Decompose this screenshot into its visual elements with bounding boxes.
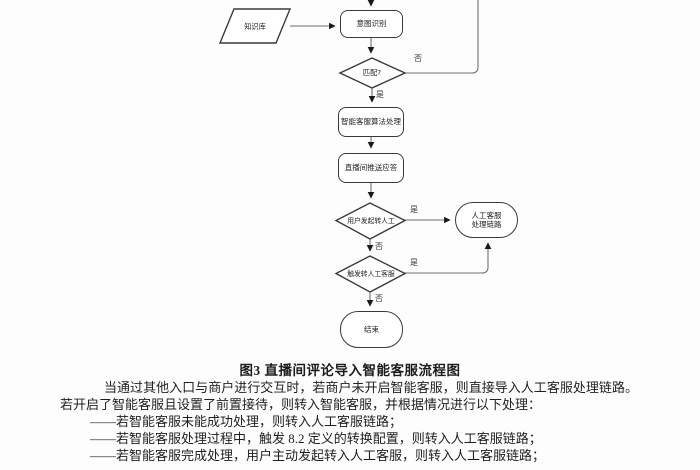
paragraph: 当通过其他入口与商户进行交互时，若商户未开启智能客服，则直接导入人工客服处理链路… xyxy=(60,380,638,412)
node-human-service-label: 人工客服处理链路 xyxy=(471,210,502,229)
knowledge-base-shape xyxy=(218,8,292,44)
list-item: ——若智能客服完成处理，用户主动发起转入人工客服，则转入人工客服链路； xyxy=(90,448,546,463)
node-match-decision: 匹配? xyxy=(362,67,382,77)
edge-label-trigger-no: 否 xyxy=(375,294,383,303)
edge-label-user-yes: 是 xyxy=(410,205,418,214)
list-item: ——若智能客服未能成功处理，则转入人工客服链路； xyxy=(90,414,403,429)
node-ai-processing: 智能客服算法处理 xyxy=(338,107,404,137)
node-push-response: 直播间推送应答 xyxy=(338,153,404,183)
node-trigger-transfer-decision: 触发转人工客服 xyxy=(347,269,395,278)
edge-label-trigger-yes: 是 xyxy=(410,258,418,267)
edge-label-match-yes: 是 xyxy=(376,90,384,99)
node-user-transfer-decision: 用户发起转人工 xyxy=(347,216,395,225)
node-intent-recognition: 意图识别 xyxy=(340,10,403,38)
figure-caption: 图3 直播间评论导入智能客服流程图 xyxy=(239,363,461,378)
match-decision-shape xyxy=(338,57,407,89)
node-end: 结束 xyxy=(340,311,403,348)
edge-label-match-no: 否 xyxy=(414,54,422,63)
edge-label-user-no: 否 xyxy=(375,242,383,251)
flowchart-figure: 意图识别 智能客服算法处理 直播间推送应答 人工客服处理链路 结束 知识库 匹配… xyxy=(218,0,518,348)
trigger-transfer-decision-shape xyxy=(334,255,407,293)
node-human-service: 人工客服处理链路 xyxy=(455,202,518,238)
body-text: 当通过其他入口与商户进行交互时，若商户未开启智能客服，则直接导入人工客服处理链路… xyxy=(60,379,638,464)
list-item: ——若智能客服处理过程中，触发 8.2 定义的转换配置，则转入人工客服链路； xyxy=(90,431,542,446)
user-transfer-decision-shape xyxy=(334,202,407,240)
flowchart-connectors xyxy=(218,0,492,307)
node-knowledge-base: 知识库 xyxy=(244,21,266,31)
